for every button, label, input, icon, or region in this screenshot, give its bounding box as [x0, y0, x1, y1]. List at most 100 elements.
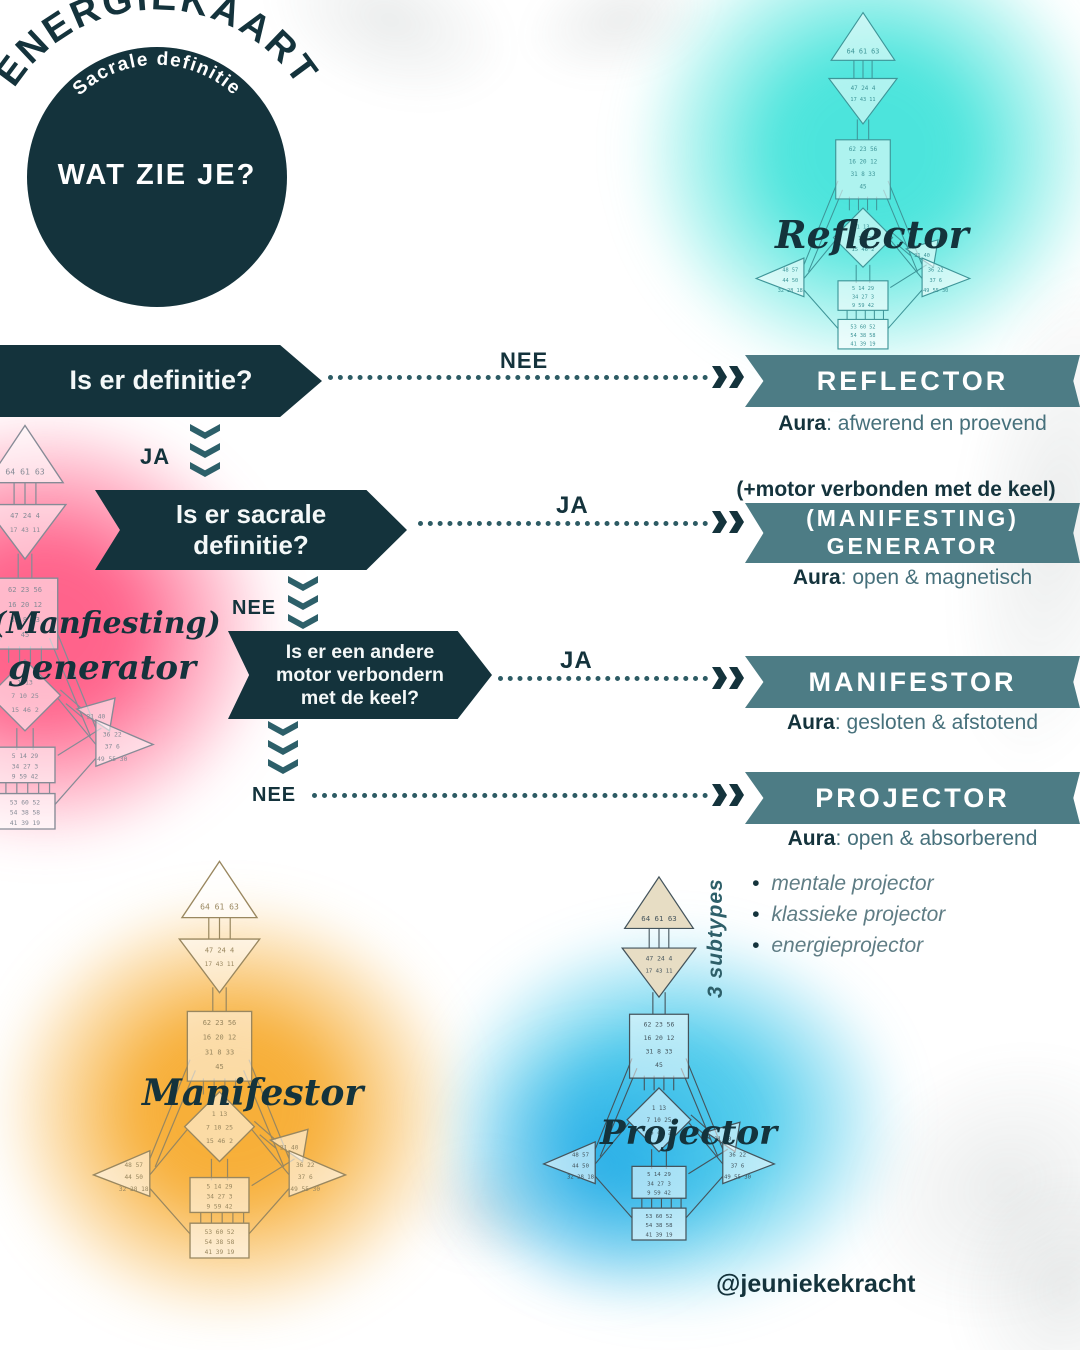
- projector-chart-label: Projector: [600, 1113, 778, 1153]
- generator-note: (+motor verbonden met de keel): [736, 478, 1056, 501]
- svg-text:17 43 11: 17 43 11: [645, 969, 672, 975]
- svg-text:62 23 56: 62 23 56: [644, 1021, 675, 1029]
- svg-text:31 8 33: 31 8 33: [205, 1048, 234, 1056]
- question-sacrale-line1: Is er sacrale: [175, 499, 327, 530]
- svg-text:9 59 42: 9 59 42: [852, 303, 874, 309]
- svg-text:32 28 18: 32 28 18: [119, 1186, 149, 1193]
- label-nee-2: NEE: [232, 597, 277, 619]
- svg-text:1 13: 1 13: [652, 1106, 667, 1112]
- svg-text:37 6: 37 6: [731, 1164, 745, 1170]
- svg-text:54 38 58: 54 38 58: [850, 333, 875, 339]
- svg-text:53 60 52: 53 60 52: [205, 1229, 235, 1236]
- reflector-chart-label: Reflector: [775, 212, 969, 257]
- svg-text:49 55 30: 49 55 30: [290, 1186, 320, 1193]
- svg-text:47 24 4: 47 24 4: [646, 954, 673, 962]
- svg-text:21 40: 21 40: [280, 1144, 299, 1151]
- background-leaf-shadow: [920, 1134, 1080, 1350]
- svg-text:31 8 33: 31 8 33: [646, 1048, 673, 1056]
- question-motor-line2: motor verbondern: [276, 663, 444, 686]
- svg-text:21 40: 21 40: [86, 714, 105, 721]
- arrowhead-generator-icon: [712, 511, 746, 533]
- svg-text:16 20 12: 16 20 12: [849, 160, 878, 166]
- svg-text:31 8 33: 31 8 33: [851, 172, 876, 178]
- question-sacrale-banner: Is er sacrale definitie?: [95, 490, 407, 570]
- svg-text:32 28 18: 32 28 18: [567, 1175, 595, 1181]
- svg-text:15 46 2: 15 46 2: [206, 1137, 233, 1145]
- svg-text:9 59 42: 9 59 42: [647, 1191, 671, 1197]
- connector-ja-generator: [418, 521, 708, 526]
- projector-aura-label: Aura: [787, 827, 836, 850]
- subtype-item: mentale projector: [752, 868, 1052, 899]
- svg-text:17 43 11: 17 43 11: [10, 527, 40, 534]
- svg-text:48 57: 48 57: [572, 1153, 589, 1159]
- subtypes-list: mentale projectorklassieke projectorener…: [752, 868, 1052, 961]
- generator-aura-label: Aura: [792, 566, 841, 589]
- projector-aura-text: : open & absorberend: [835, 827, 1038, 850]
- svg-text:36 22: 36 22: [729, 1153, 746, 1159]
- manifestor-aura: Aura: gesloten & afstotend: [745, 711, 1080, 735]
- svg-text:9 59 42: 9 59 42: [207, 1203, 233, 1210]
- label-nee-3: NEE: [252, 784, 297, 806]
- svg-text:17 43 11: 17 43 11: [850, 97, 875, 103]
- chevrons-down-1-icon: [190, 424, 220, 481]
- svg-text:32 28 18: 32 28 18: [778, 288, 803, 294]
- svg-text:53 60 52: 53 60 52: [645, 1214, 672, 1220]
- connector-nee-reflector: [328, 375, 708, 380]
- title-badge: ENERGIEKAART Sacrale definitie WAT ZIE J…: [0, 0, 324, 307]
- svg-text:41 39 19: 41 39 19: [205, 1249, 235, 1256]
- connector-ja-manifestor: [498, 676, 708, 681]
- svg-text:41 39 19: 41 39 19: [10, 820, 40, 827]
- reflector-aura-text: : afwerend en proevend: [826, 412, 1047, 435]
- generator-aura-text: : open & magnetisch: [840, 566, 1033, 589]
- question-motor-line3: met de keel?: [300, 686, 420, 709]
- svg-text:16 20 12: 16 20 12: [644, 1034, 675, 1042]
- svg-text:47 24 4: 47 24 4: [205, 946, 234, 954]
- background-leaf-shadow: [507, 0, 733, 104]
- svg-text:36 22: 36 22: [296, 1162, 315, 1169]
- svg-text:45: 45: [215, 1063, 223, 1071]
- svg-text:49 55 30: 49 55 30: [97, 756, 127, 763]
- badge-circle: [27, 47, 287, 307]
- reflector-aura-label: Aura: [778, 412, 827, 435]
- svg-text:44 50: 44 50: [572, 1164, 590, 1170]
- svg-text:44 50: 44 50: [124, 1174, 143, 1181]
- subtype-item: klassieke projector: [752, 899, 1052, 930]
- projector-result-banner: PROJECTOR: [745, 772, 1080, 824]
- svg-text:62 23 56: 62 23 56: [849, 147, 878, 153]
- instagram-handle: @jeuniekekracht: [716, 1270, 916, 1298]
- manifestor-result-banner: MANIFESTOR: [745, 656, 1080, 708]
- svg-text:34 27 3: 34 27 3: [207, 1193, 233, 1200]
- svg-text:5 14 29: 5 14 29: [12, 753, 39, 760]
- generator-result-title-line1: (MANIFESTING): [806, 505, 1019, 532]
- projector-aura: Aura: open & absorberend: [745, 827, 1080, 851]
- arrowhead-projector-icon: [712, 784, 746, 806]
- svg-text:53 60 52: 53 60 52: [10, 799, 40, 806]
- svg-text:47 24 4: 47 24 4: [10, 511, 40, 520]
- chevrons-down-3-icon: [268, 721, 298, 778]
- svg-text:34 27 3: 34 27 3: [852, 294, 874, 300]
- reflector-result-title: REFLECTOR: [816, 365, 1009, 396]
- svg-text:34 27 3: 34 27 3: [647, 1181, 671, 1187]
- badge-question: WAT ZIE JE?: [58, 159, 257, 191]
- svg-text:5 14 29: 5 14 29: [647, 1172, 671, 1178]
- manifestor-aura-label: Aura: [787, 711, 835, 734]
- svg-text:9 59 42: 9 59 42: [12, 774, 39, 781]
- svg-text:53 60 52: 53 60 52: [850, 324, 875, 330]
- svg-text:64 61 63: 64 61 63: [200, 903, 239, 912]
- generator-result-title-line2: GENERATOR: [826, 533, 999, 559]
- generator-chart-label-line2: generator: [8, 648, 196, 688]
- label-ja-2: JA: [556, 492, 589, 519]
- svg-text:45: 45: [859, 185, 867, 191]
- svg-text:37 6: 37 6: [929, 278, 942, 284]
- svg-text:37 6: 37 6: [298, 1174, 313, 1181]
- svg-text:45: 45: [655, 1061, 663, 1069]
- svg-text:36 22: 36 22: [103, 731, 122, 738]
- question-definitie-text: Is er definitie?: [69, 365, 253, 396]
- label-nee-1: NEE: [500, 348, 549, 373]
- question-motor-banner: Is er een andere motor verbondern met de…: [228, 631, 492, 719]
- svg-text:41 39 19: 41 39 19: [850, 342, 875, 348]
